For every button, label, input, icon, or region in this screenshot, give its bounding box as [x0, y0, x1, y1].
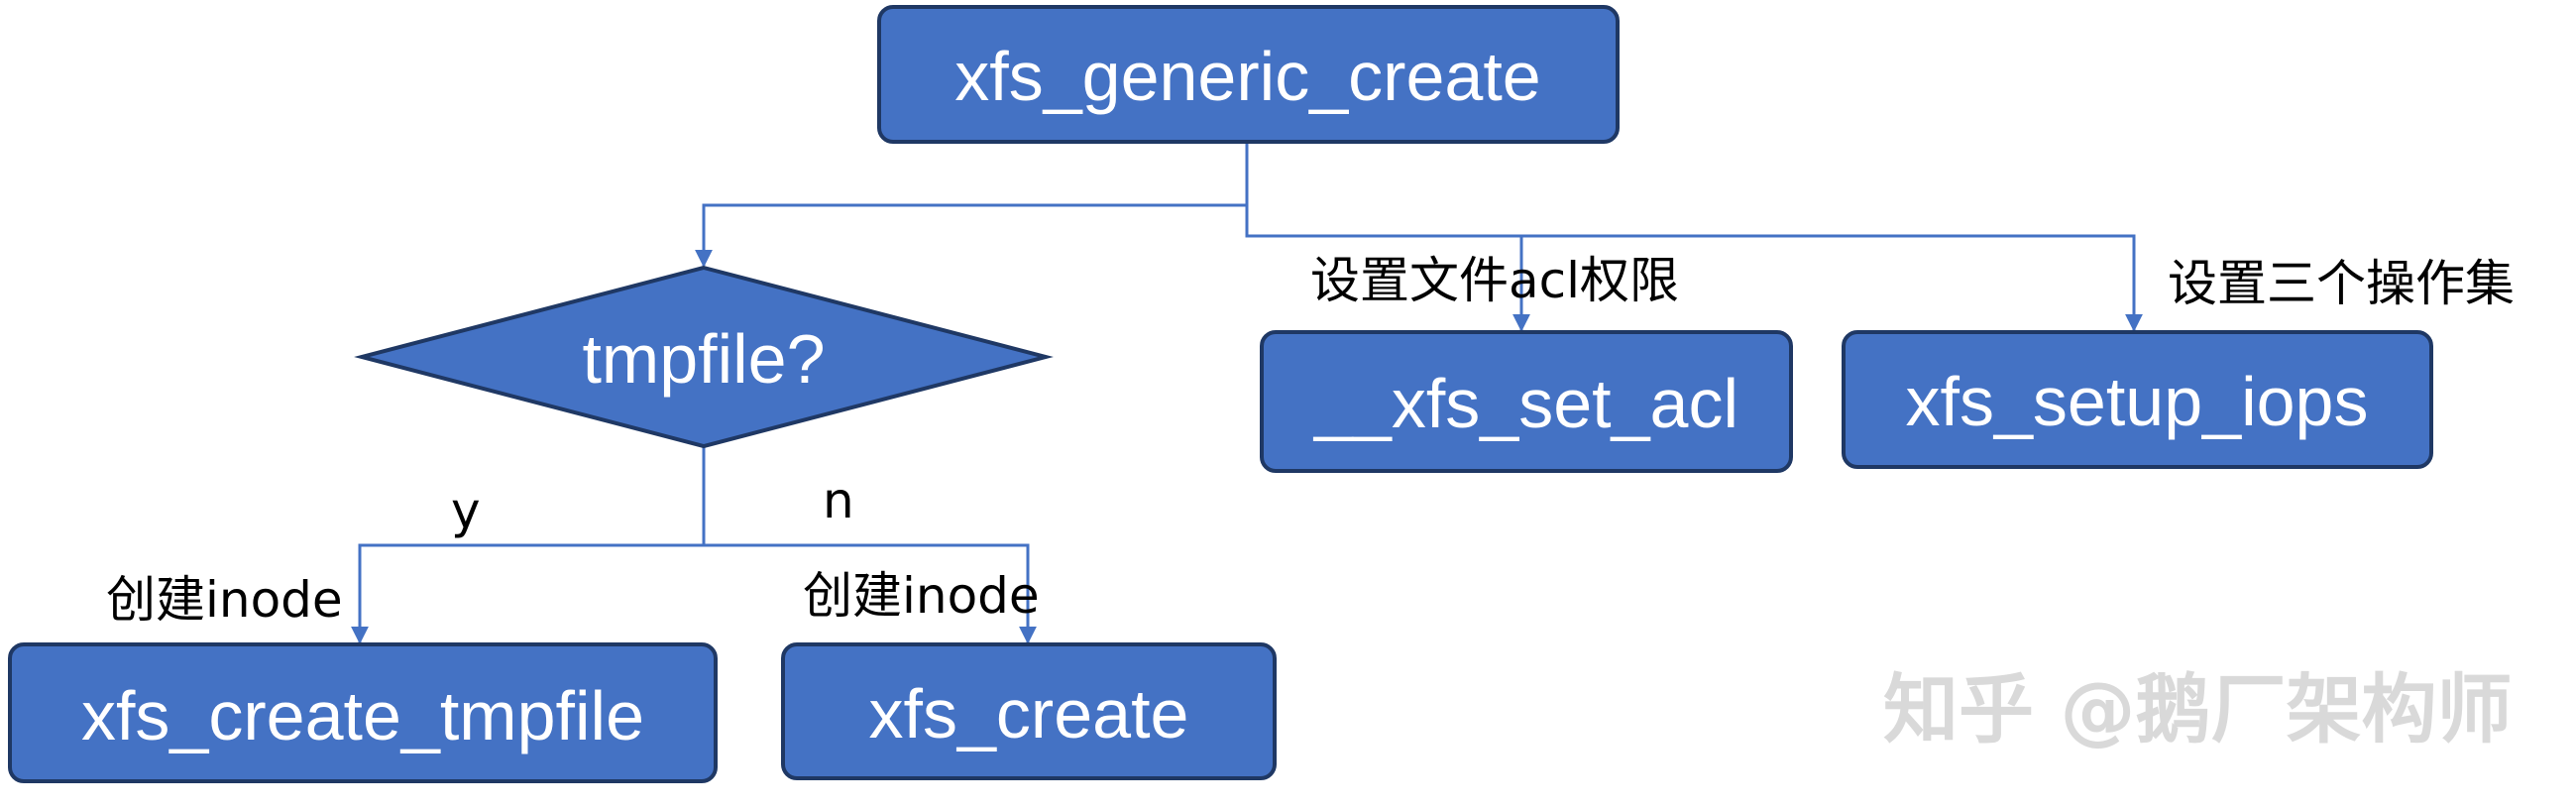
edge-label-setup-iops: 设置三个操作集: [2168, 255, 2515, 312]
node-tmpfile-decision: tmpfile?: [354, 265, 1054, 449]
edge-label-create-inode-yes: 创建inode: [106, 571, 343, 629]
node-xfs-create-tmpfile: xfs_create_tmpfile: [8, 642, 718, 783]
edge-to-tmpfile: [695, 144, 1249, 268]
edges: [351, 144, 2143, 644]
edge-yes-to-create-tmpfile: [351, 446, 706, 644]
node-tmpfile-decision-label: tmpfile?: [582, 320, 825, 398]
node-xfs-create-label: xfs_create: [869, 675, 1189, 752]
node-xfs-set-acl-label: __xfs_set_acl: [1312, 365, 1738, 442]
watermark: 知乎 @鹅厂架构师: [1883, 665, 2512, 753]
edge-to-setup-iops: [1521, 234, 2143, 332]
node-xfs-create: xfs_create: [781, 642, 1277, 780]
edge-label-no: n: [823, 472, 854, 529]
node-xfs-create-tmpfile-label: xfs_create_tmpfile: [81, 677, 644, 754]
node-xfs-generic-create: xfs_generic_create: [877, 5, 1620, 144]
edge-label-set-acl: 设置文件acl权限: [1310, 252, 1679, 309]
edge-label-yes: y: [451, 482, 481, 539]
edge-to-set-acl: [1245, 205, 1530, 332]
edge-no-to-create: [704, 543, 1037, 644]
node-xfs-set-acl: __xfs_set_acl: [1260, 330, 1793, 473]
edge-label-create-inode-no: 创建inode: [803, 567, 1040, 625]
node-xfs-setup-iops: xfs_setup_iops: [1842, 330, 2433, 469]
node-xfs-setup-iops-label: xfs_setup_iops: [1906, 363, 2369, 440]
node-xfs-generic-create-label: xfs_generic_create: [954, 38, 1540, 115]
